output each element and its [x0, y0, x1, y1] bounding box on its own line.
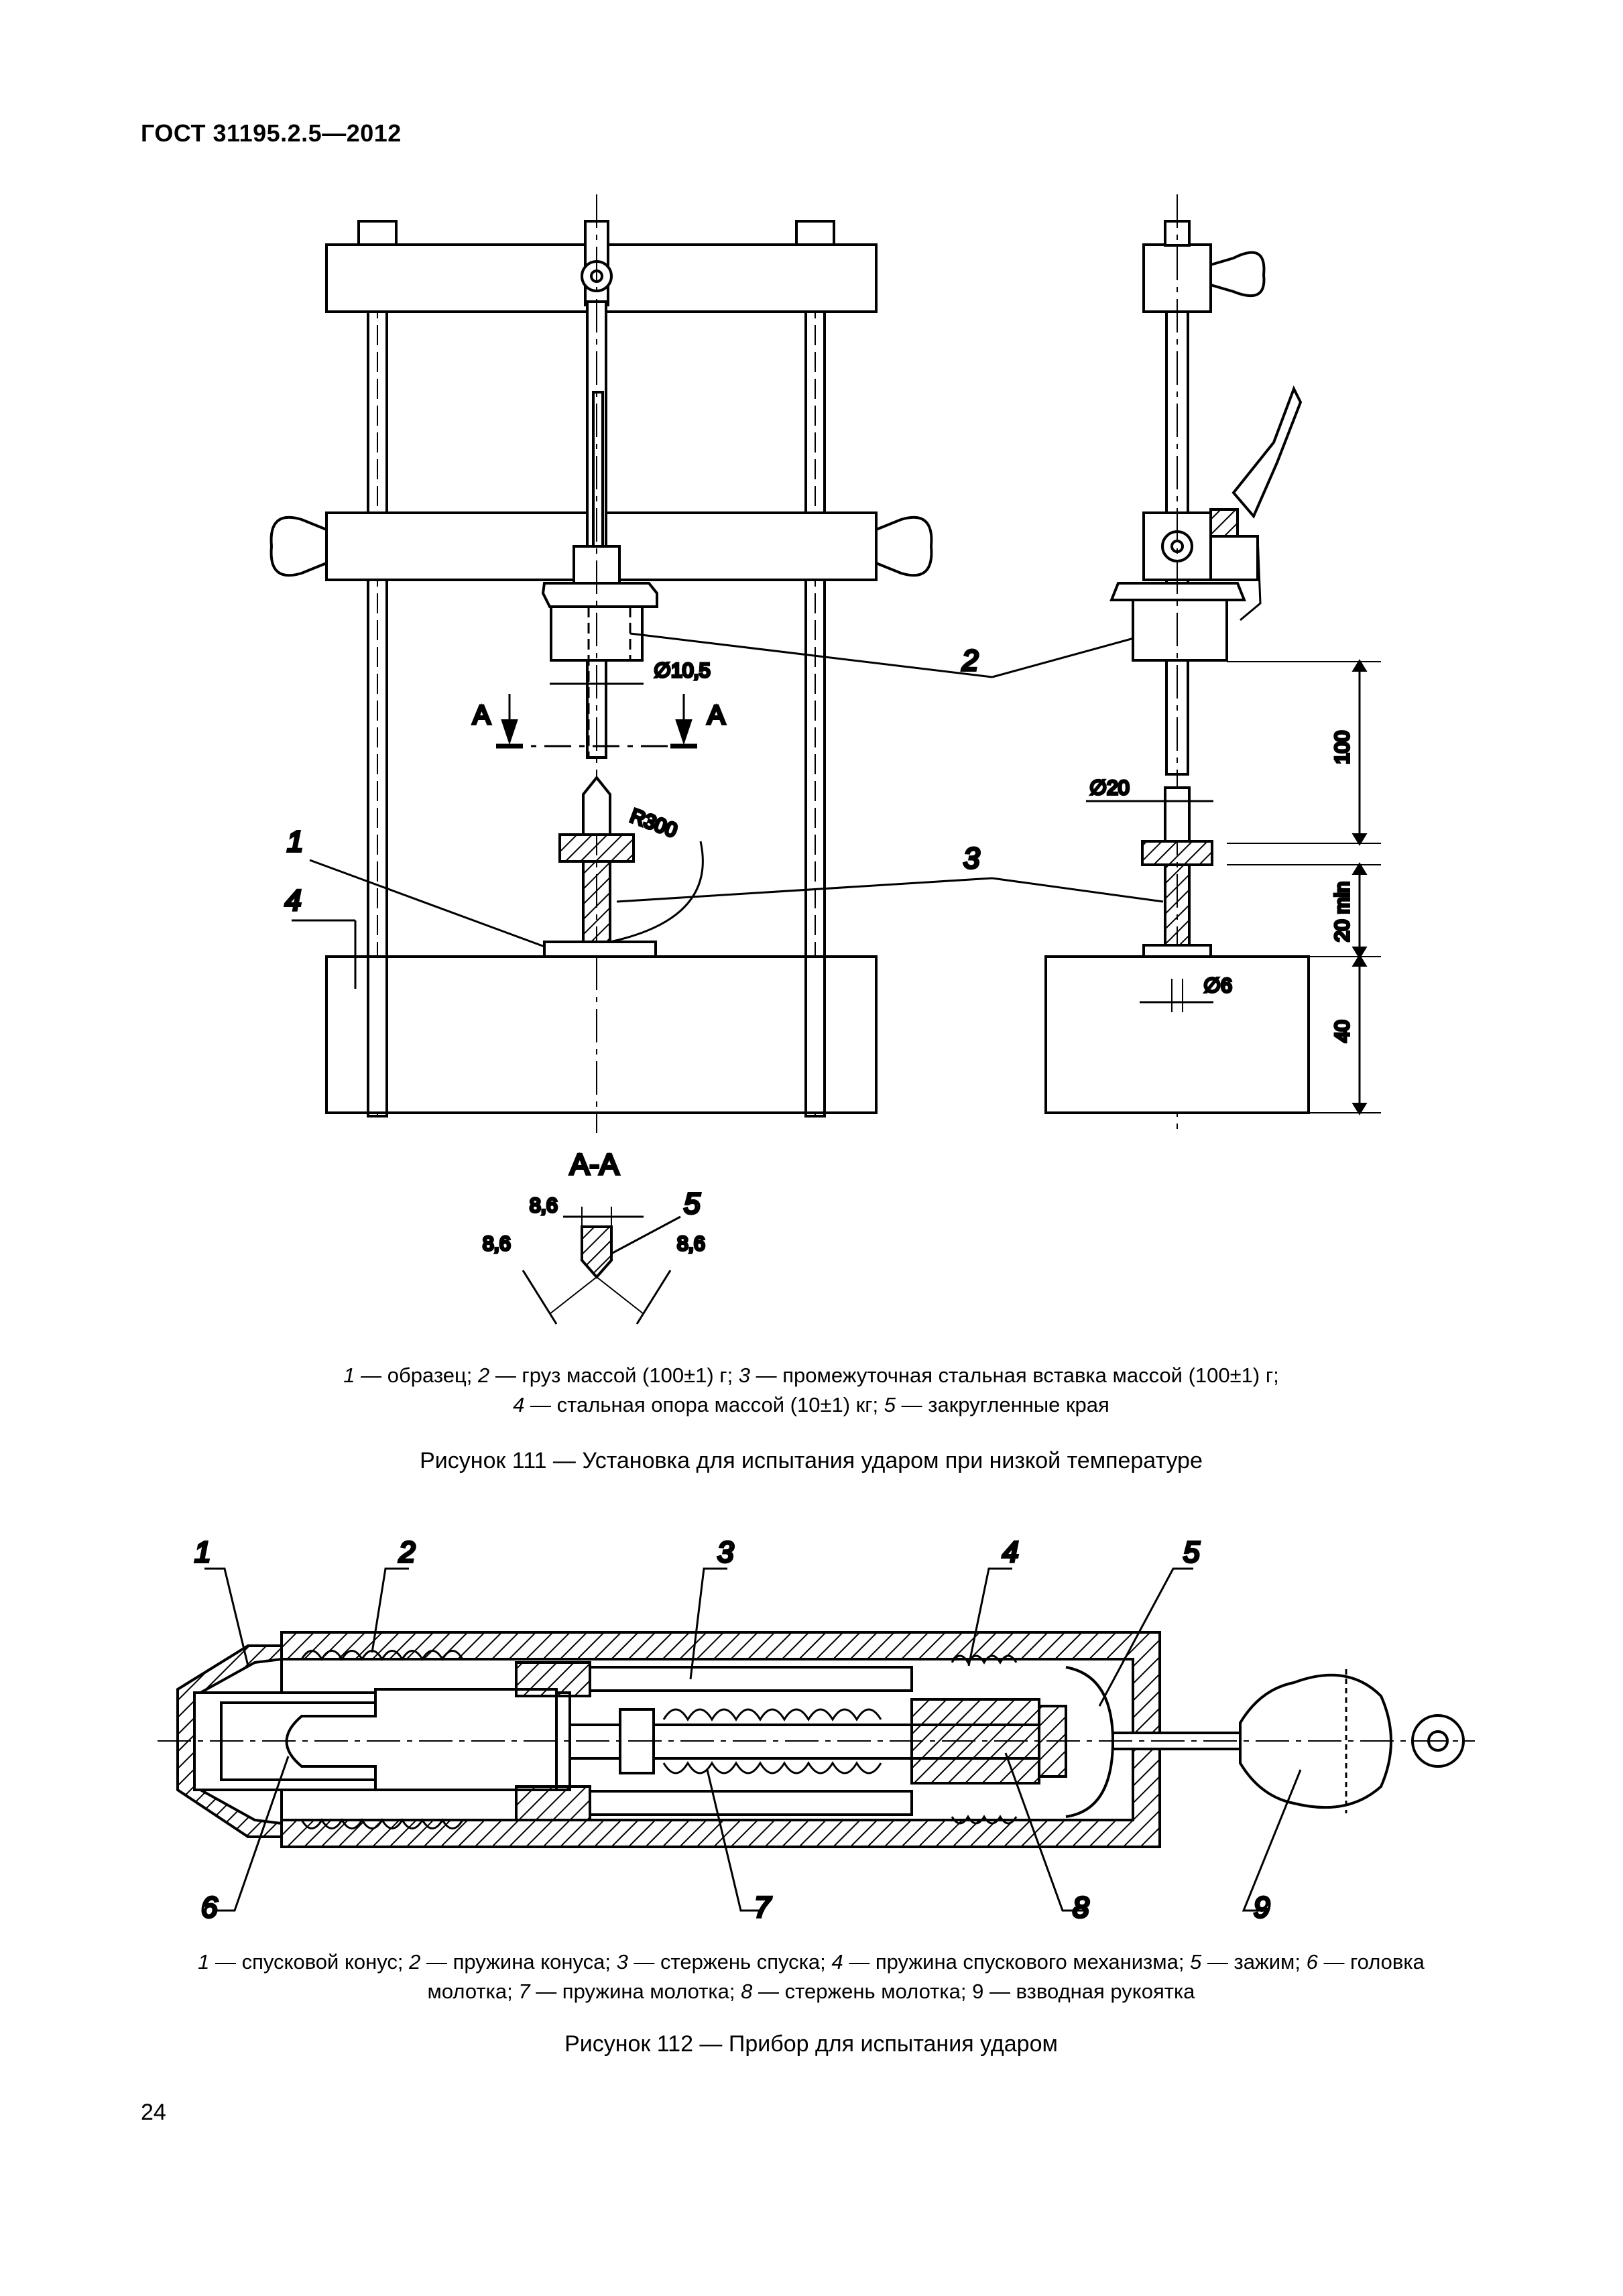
callout-112-5: 5	[1183, 1536, 1200, 1569]
callout-4: 4	[285, 884, 301, 917]
figure-111-title: Рисунок 111 — Установка для испытания уд…	[420, 1448, 1203, 1473]
dim-100: 100	[1331, 731, 1354, 764]
callout-112-6: 6	[201, 1891, 218, 1924]
callout-112-8: 8	[1073, 1891, 1089, 1924]
dim-tip: ∅20	[1089, 777, 1130, 799]
figure-112-drawing: 1 2 3 4 5 6 7 8 9	[158, 1534, 1475, 1924]
dim-pin: ∅6	[1203, 975, 1232, 997]
figure-112-legend: 1 — спусковой конус; 2 — пружина конуса;…	[134, 1947, 1488, 2006]
dim-radius: R300	[627, 805, 680, 843]
callout-112-7: 7	[754, 1891, 772, 1924]
callout-112-2: 2	[398, 1536, 415, 1569]
section-title: А-А	[570, 1148, 619, 1181]
dim-edge-left: 8,6	[483, 1233, 511, 1255]
callout-2: 2	[961, 644, 978, 677]
dim-20min: 20 min	[1331, 882, 1354, 942]
figure-111-drawing: 1 2 3 4 5 ∅10,5 ∅20 ∅6 R300 100 20 min 4…	[269, 194, 1381, 1325]
callout-112-4: 4	[1002, 1536, 1018, 1569]
callout-3: 3	[963, 842, 980, 875]
callout-1: 1	[287, 825, 303, 858]
legend-111-line-1: 1 — образец; 2 — груз массой (100±1) г; …	[343, 1364, 1279, 1387]
callout-112-1: 1	[194, 1536, 211, 1569]
section-mark-right: A	[707, 701, 725, 730]
callout-5: 5	[684, 1187, 701, 1220]
callout-112-3: 3	[717, 1536, 734, 1569]
section-mark-left: A	[473, 701, 491, 730]
page-number: 24	[141, 2100, 166, 2125]
dim-edge-right: 8,6	[677, 1233, 705, 1255]
dim-40: 40	[1331, 1020, 1354, 1042]
section-a-a	[522, 1207, 681, 1325]
dim-bore: ∅10,5	[654, 660, 711, 682]
figure-111-legend: 1 — образец; 2 — груз массой (100±1) г; …	[174, 1361, 1448, 1420]
figure-112-title: Рисунок 112 — Прибор для испытания ударо…	[564, 2031, 1058, 2057]
legend-112-line-1: 1 — спусковой конус; 2 — пружина конуса;…	[198, 1950, 1425, 1974]
side-view	[1044, 194, 1381, 1133]
document-header: ГОСТ 31195.2.5—2012	[141, 119, 402, 147]
legend-111-line-2: 4 — стальная опора массой (10±1) кг; 5 —…	[513, 1393, 1109, 1416]
callout-112-9: 9	[1254, 1891, 1270, 1924]
front-view	[269, 194, 1164, 1133]
dim-edge-top: 8,6	[530, 1195, 558, 1217]
legend-112-line-2: молотка; 7 — пружина молотка; 8 — стерже…	[427, 1980, 1195, 2003]
